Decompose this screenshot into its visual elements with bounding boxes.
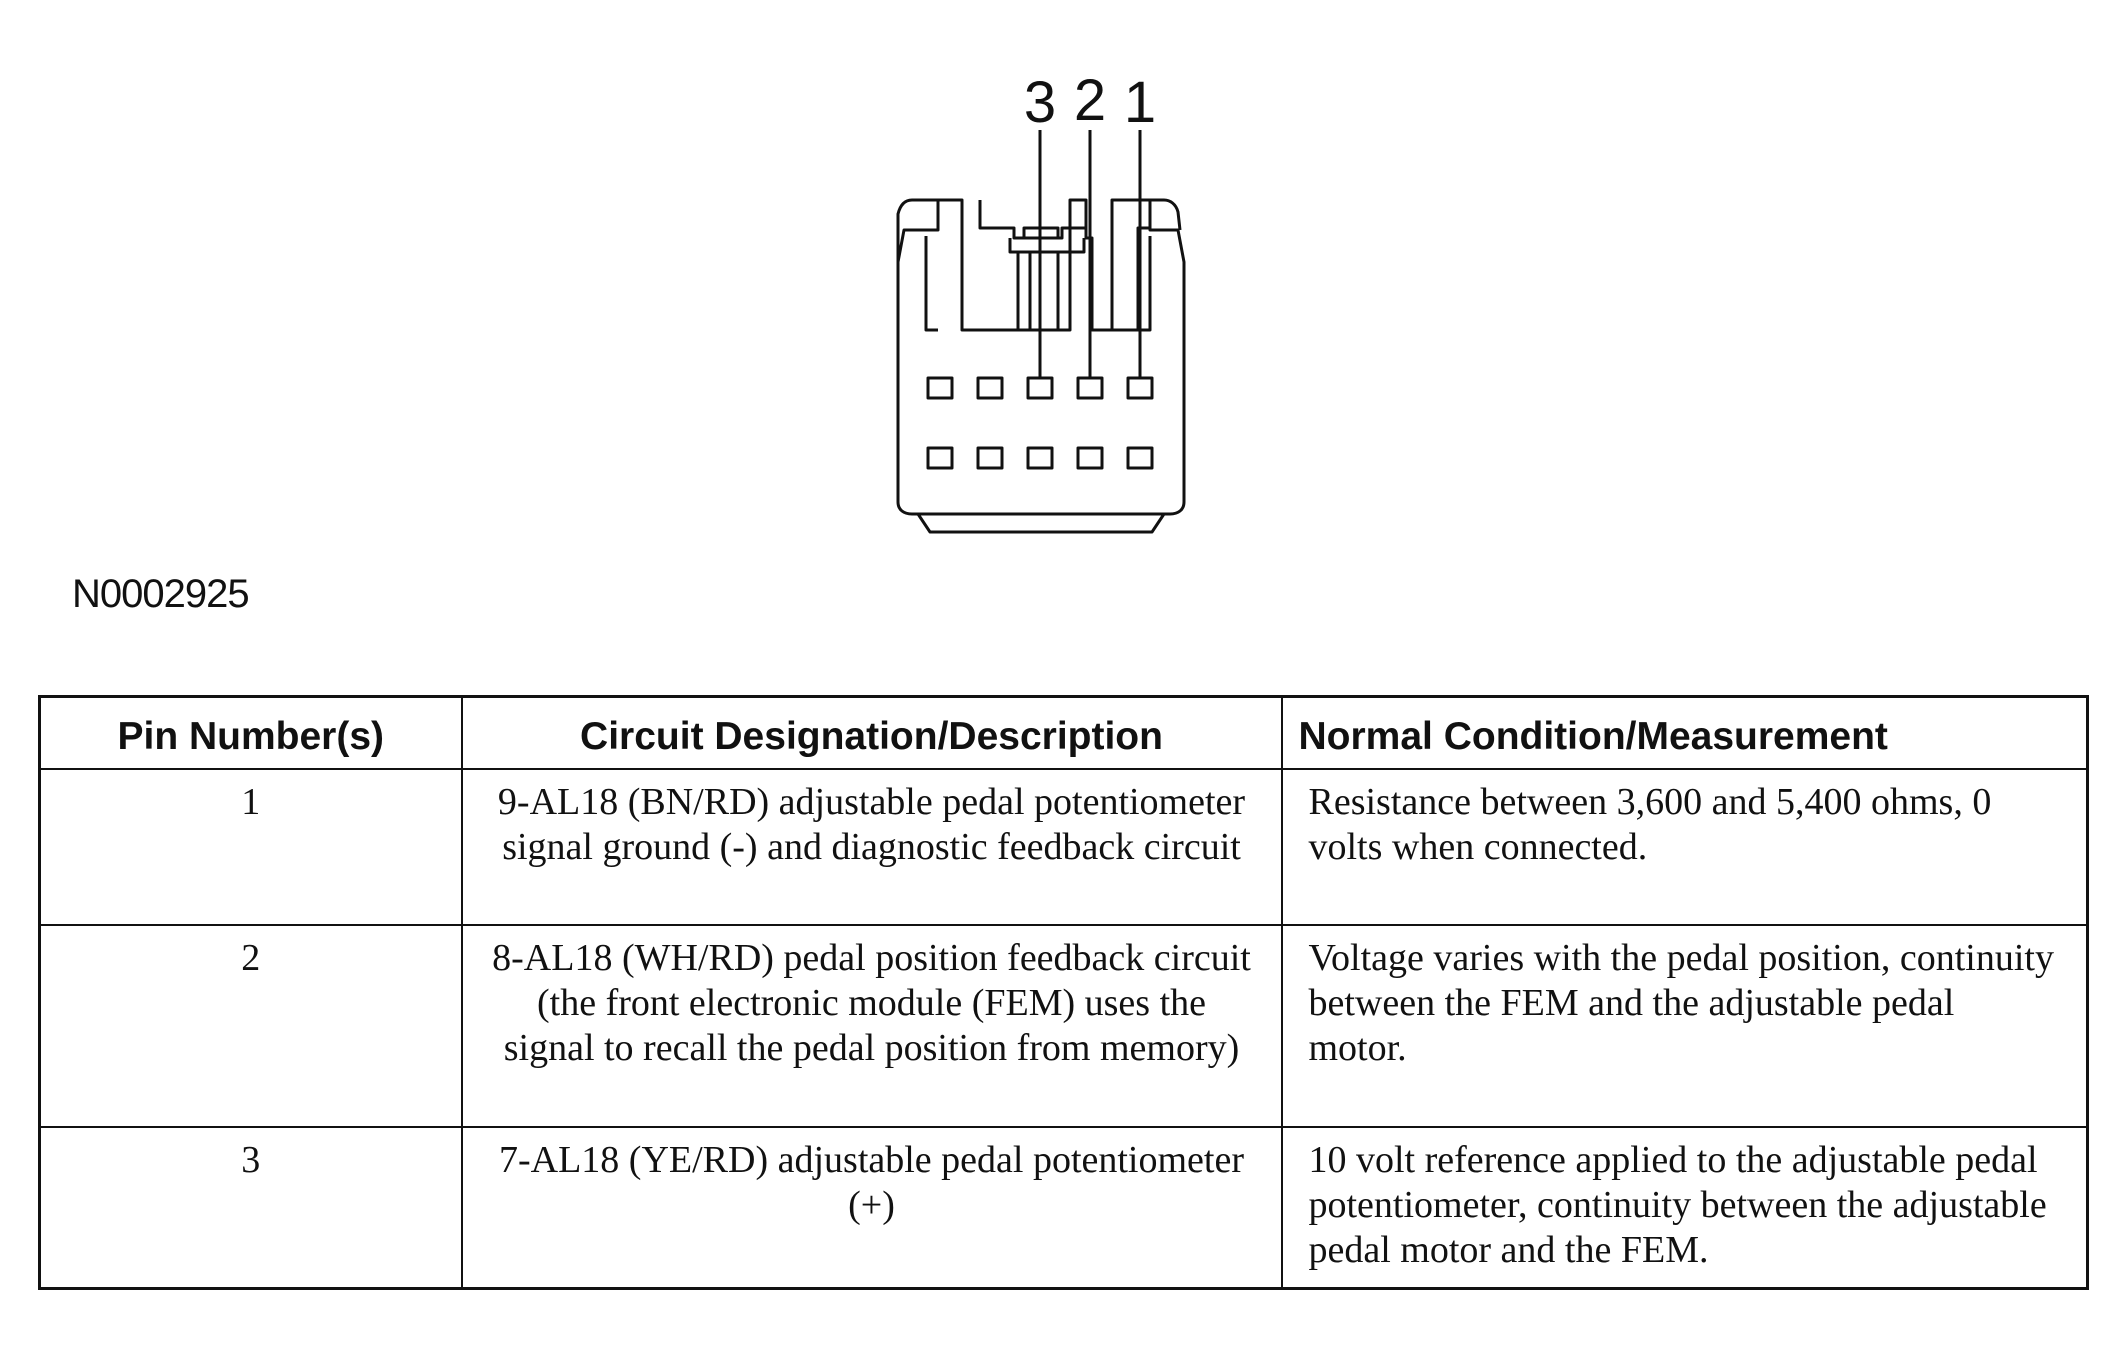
- circuit-cell: 8-AL18 (WH/RD) pedal position feedback c…: [460, 924, 1283, 1128]
- pin-cavity: [1076, 446, 1104, 470]
- circuit-cell: 7-AL18 (YE/RD) adjustable pedal potentio…: [460, 1126, 1283, 1290]
- pin-cavity-1: [1126, 376, 1154, 400]
- condition-cell: Voltage varies with the pedal position, …: [1280, 924, 2089, 1128]
- latch-tab: [1008, 226, 1086, 254]
- table-row: 3 7-AL18 (YE/RD) adjustable pedal potent…: [38, 1126, 2089, 1290]
- pin-number-cell: 2: [38, 924, 463, 1128]
- table-header-row: Pin Number(s) Circuit Designation/Descri…: [38, 695, 2089, 770]
- pin-cavity: [1126, 446, 1154, 470]
- connector-diagram: 3 2 1: [896, 68, 1186, 534]
- pin-cavity: [1026, 446, 1054, 470]
- pin-callout-3: 3: [1024, 70, 1056, 135]
- pin-cavity: [976, 446, 1004, 470]
- connector-left-wall: [896, 198, 913, 262]
- pin-callout-1: 1: [1124, 70, 1156, 135]
- pin-callout-2: 2: [1074, 68, 1106, 133]
- latch-slot: [978, 200, 1086, 240]
- connector-outer-shell: [896, 198, 1186, 516]
- header-circuit: Circuit Designation/Description: [460, 695, 1283, 770]
- condition-cell: Resistance between 3,600 and 5,400 ohms,…: [1280, 768, 2089, 926]
- condition-cell: 10 volt reference applied to the adjusta…: [1280, 1126, 2089, 1290]
- figure-id: N0002925: [72, 572, 250, 616]
- pin-cavity: [976, 376, 1004, 400]
- header-pin-number: Pin Number(s): [38, 695, 463, 770]
- pin-cavity-2: [1076, 376, 1104, 400]
- pin-cavity-3: [1026, 376, 1054, 400]
- pin-number-cell: 1: [38, 768, 463, 926]
- left-channel: [924, 236, 964, 332]
- connector-bottom-lip: [916, 513, 1166, 534]
- latch-insert: [1016, 252, 1060, 330]
- header-condition: Normal Condition/Measurement: [1280, 695, 2089, 770]
- connector-housing: [938, 198, 1152, 332]
- table-row: 2 8-AL18 (WH/RD) pedal position feedback…: [38, 924, 2089, 1128]
- pin-number-cell: 3: [38, 1126, 463, 1290]
- pin-cavity: [926, 446, 954, 470]
- table-row: 1 9-AL18 (BN/RD) adjustable pedal potent…: [38, 768, 2089, 926]
- circuit-cell: 9-AL18 (BN/RD) adjustable pedal potentio…: [460, 768, 1283, 926]
- pin-table: Pin Number(s) Circuit Designation/Descri…: [38, 695, 2089, 1290]
- right-channel: [1110, 236, 1152, 332]
- pin-cavity: [926, 376, 954, 400]
